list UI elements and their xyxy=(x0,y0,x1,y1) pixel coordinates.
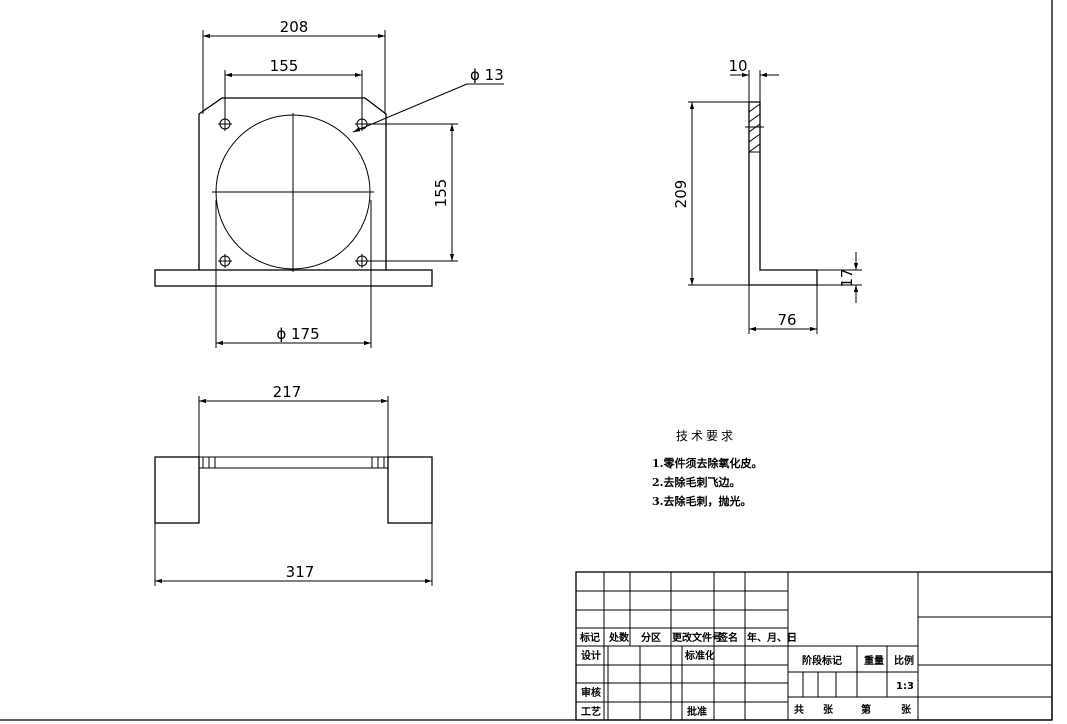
tb-stage-mark: 阶段标记 xyxy=(802,654,842,667)
dimension-hole-spacing-x: 155 xyxy=(224,57,363,118)
dim-text: 155 xyxy=(432,179,450,208)
tb-scale-label: 比例 xyxy=(894,654,914,667)
dim-text: 317 xyxy=(286,563,315,581)
right-block xyxy=(387,456,433,524)
tb-scale-value: 1:3 xyxy=(896,681,914,692)
tb-sheets: 张 xyxy=(901,703,912,716)
side-view: 10 209 17 76 xyxy=(672,57,862,334)
tb-label: 处数 xyxy=(608,631,630,644)
dimension-foot-thickness: 17 xyxy=(817,252,862,303)
dim-text: 17 xyxy=(838,268,856,287)
dim-text: ϕ 175 xyxy=(276,325,319,343)
dim-text: 208 xyxy=(280,18,309,36)
tb-design: 设计 xyxy=(581,649,601,662)
top-view: 217 317 xyxy=(154,383,433,586)
dimension-width: 208 xyxy=(202,18,386,114)
tb-approval: 批准 xyxy=(687,705,707,718)
note-item: 3.去除毛刺，抛光。 xyxy=(652,494,751,508)
tb-standardization: 标准化 xyxy=(684,649,715,662)
dimension-thickness: 10 xyxy=(728,57,779,102)
dim-text: ϕ 13 xyxy=(470,66,504,84)
tb-weight: 重量 xyxy=(864,654,884,667)
notes-title: 技术要求 xyxy=(676,429,736,443)
dimension-height: 209 xyxy=(672,101,749,286)
tb-label: 分区 xyxy=(641,631,661,644)
tb-label: 标记 xyxy=(579,631,600,644)
technical-requirements: 技术要求 1.零件须去除氧化皮。 2.去除毛刺飞边。 3.去除毛刺，抛光。 xyxy=(652,429,762,508)
tb-label: 更改文件号 xyxy=(672,631,722,644)
dimension-inner-width: 217 xyxy=(198,383,389,457)
note-item: 2.去除毛刺飞边。 xyxy=(652,475,740,489)
angle-profile xyxy=(748,101,818,286)
title-block: 标记 处数 分区 更改文件号 签名 年、月、日 设计 标准化 审核 工艺 批准 … xyxy=(575,571,1053,721)
tb-label: 年、月、日 xyxy=(747,631,797,644)
tb-sheets: 张 xyxy=(823,703,834,716)
dimension-overall-width: 317 xyxy=(154,523,433,586)
tb-review: 审核 xyxy=(581,686,601,699)
plate-outline xyxy=(198,97,387,270)
dim-text: 217 xyxy=(273,383,302,401)
base-outline xyxy=(154,269,433,287)
dim-text: 10 xyxy=(728,57,747,75)
dim-text: 76 xyxy=(777,311,796,329)
front-view: 208 155 ϕ 13 155 ϕ 175 xyxy=(154,18,504,348)
dimension-hole-diameter: ϕ 13 xyxy=(352,66,504,133)
left-block xyxy=(154,456,200,524)
tb-sheet-no: 第 xyxy=(861,703,871,716)
dim-text: 155 xyxy=(270,57,299,75)
dimension-foot-length: 76 xyxy=(748,285,818,334)
dimension-bore-diameter: ϕ 175 xyxy=(215,200,372,348)
dim-text: 209 xyxy=(672,180,690,209)
note-item: 1.零件须去除氧化皮。 xyxy=(652,456,762,470)
dimension-hole-spacing-y: 155 xyxy=(368,123,458,262)
tb-total: 共 xyxy=(794,703,804,716)
hatch-section xyxy=(745,101,764,153)
tb-process: 工艺 xyxy=(581,705,601,718)
tb-label: 签名 xyxy=(717,631,738,644)
hole-marks xyxy=(202,457,385,468)
